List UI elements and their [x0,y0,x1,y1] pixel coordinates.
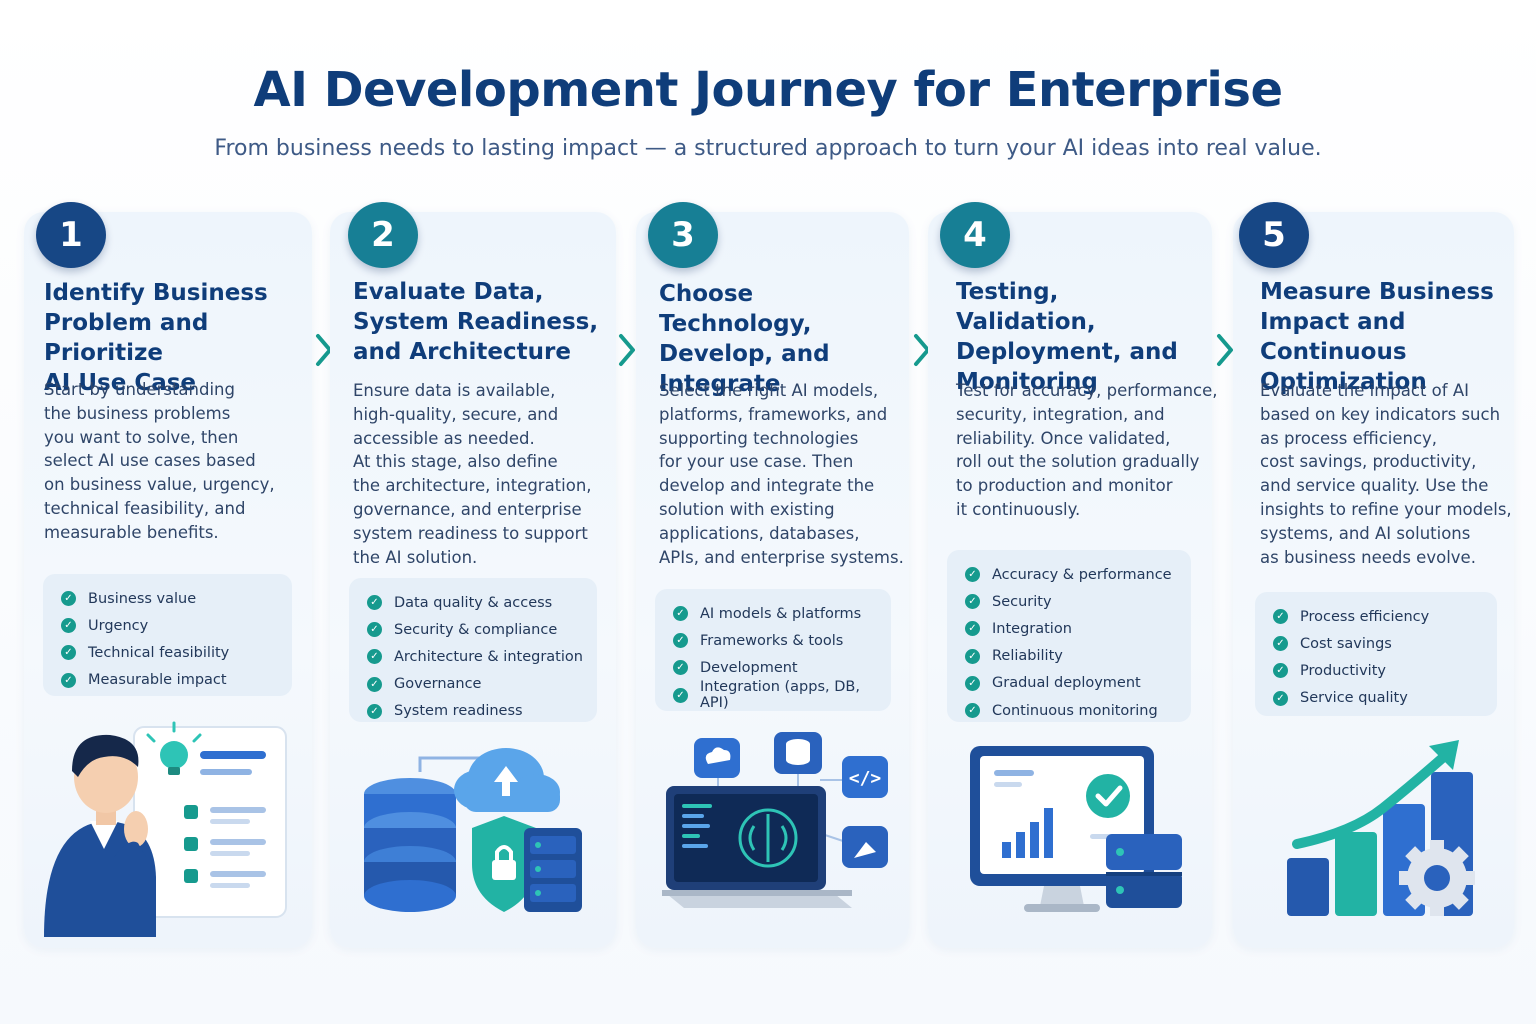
checklist-item: ✓Accuracy & performance [965,561,1191,588]
checklist-item: ✓Integration (apps, DB, API) [673,679,891,711]
checklist-item: ✓Business value [61,585,292,612]
check-icon: ✓ [1273,636,1288,652]
check-icon: ✓ [61,645,76,661]
step-description: Select the right AI models, platforms, f… [659,381,904,567]
check-icon: ✓ [673,660,688,676]
checklist-item: ✓Continuous monitoring [965,697,1191,724]
chevron-right-icon [619,334,635,366]
checklist-item: ✓Cost savings [1273,630,1497,657]
step-number-badge: 1 [36,202,106,268]
checklist-item: ✓Integration [965,615,1191,642]
step-checklist: ✓Accuracy & performance ✓Security ✓Integ… [947,550,1191,722]
checklist-item: ✓Urgency [61,612,292,639]
check-icon: ✓ [1273,609,1288,625]
checklist-item: ✓Process efficiency [1273,603,1497,630]
checklist-item: ✓Frameworks & tools [673,627,891,654]
page-title: AI Development Journey for Enterprise [253,62,1283,118]
checklist-item: ✓Security [965,588,1191,615]
checklist-item: ✓Development [673,654,891,681]
check-icon: ✓ [1273,663,1288,679]
check-icon: ✓ [1273,690,1288,706]
step-card-5: 5 Measure Business Impact and Continuous… [1233,202,1514,948]
check-icon: ✓ [965,648,980,664]
step-card-2: 2 Evaluate Data, System Readiness, and A… [330,202,616,948]
checklist-item: ✓Governance [367,671,597,698]
step-number-badge: 5 [1239,202,1309,268]
step-card-4: 4 Testing, Validation, Deployment, and M… [928,202,1218,948]
svg-text:</>: </> [849,768,882,789]
check-icon: ✓ [367,595,382,611]
database-cloud-shield-icon [364,748,582,912]
checklist-item: ✓Data quality & access [367,589,597,616]
step-title: Measure Business Impact and Continuous O… [1260,279,1494,395]
step-description: Start by understanding the business prob… [44,380,275,542]
step-checklist: ✓Process efficiency ✓Cost savings ✓Produ… [1255,592,1497,716]
checklist-item: ✓Service quality [1273,685,1497,712]
page-subtitle: From business needs to lasting impact — … [214,136,1322,161]
check-icon: ✓ [367,676,382,692]
checklist-item: ✓Technical feasibility [61,639,292,666]
step-card-3: 3 Choose Technology, Develop, and Integr… [636,202,909,948]
check-icon: ✓ [367,622,382,638]
checklist-item: ✓System readiness [367,698,597,725]
check-icon: ✓ [367,703,382,719]
check-icon: ✓ [673,633,688,649]
step-number-badge: 3 [648,202,718,268]
step-title: Choose Technology, Develop, and Integrat… [659,281,830,397]
step-title: Identify Business Problem and Prioritize… [44,280,268,396]
step-description: Ensure data is available, high-quality, … [353,381,592,567]
checklist-item: ✓Security & compliance [367,616,597,643]
step-checklist: ✓Data quality & access ✓Security & compl… [349,578,597,722]
step-title: Testing, Validation, Deployment, and Mon… [956,279,1178,395]
person-thinking-checklist-icon [44,721,287,937]
step-card-1: 1 Identify Business Problem and Prioriti… [24,202,312,948]
step-title: Evaluate Data, System Readiness, and Arc… [353,279,599,365]
check-icon: ✓ [367,649,382,665]
growth-chart-gear-icon [1287,740,1475,916]
chevron-right-icon [1217,334,1233,366]
checklist-item: ✓Architecture & integration [367,643,597,670]
laptop-brain-icon: </> [662,732,888,908]
step-description: Evaluate the impact of AI based on key i… [1260,381,1512,567]
check-icon: ✓ [965,703,980,719]
check-icon: ✓ [965,621,980,637]
checklist-item: ✓Gradual deployment [965,670,1191,697]
checklist-item: ✓Measurable impact [61,667,292,694]
step-checklist: ✓AI models & platforms ✓Frameworks & too… [655,589,891,711]
check-icon: ✓ [61,591,76,607]
check-icon: ✓ [61,672,76,688]
check-icon: ✓ [965,675,980,691]
checklist-item: ✓Reliability [965,643,1191,670]
checklist-item: ✓Productivity [1273,657,1497,684]
check-icon: ✓ [965,594,980,610]
check-icon: ✓ [965,567,980,583]
step-number-badge: 2 [348,202,418,268]
check-icon: ✓ [61,618,76,634]
checklist-item: ✓AI models & platforms [673,600,891,627]
step-number-badge: 4 [940,202,1010,268]
check-icon: ✓ [673,606,688,622]
step-description: Test for accuracy, performance, security… [956,381,1218,519]
check-icon: ✓ [673,687,688,703]
step-checklist: ✓Business value ✓Urgency ✓Technical feas… [43,574,292,696]
monitor-dashboard-icon [970,746,1182,912]
